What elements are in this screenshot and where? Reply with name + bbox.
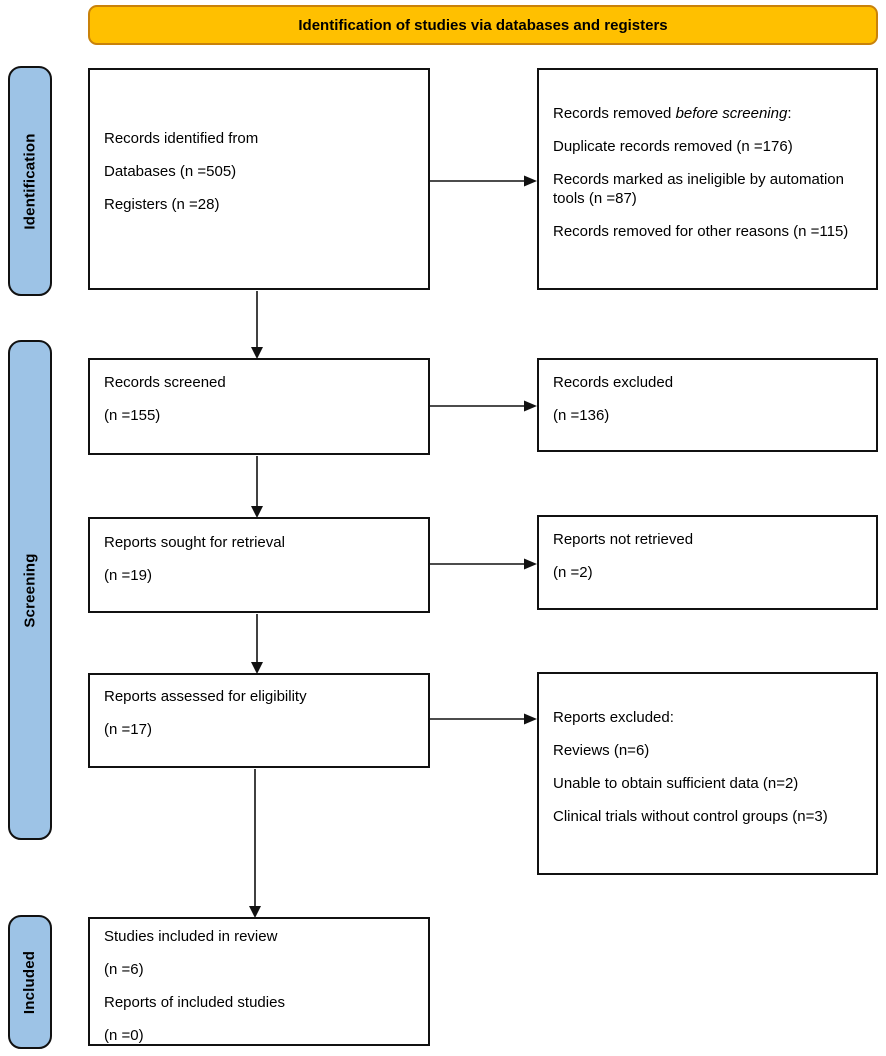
- box-reports-not-retrieved: Reports not retrieved (n =2): [537, 515, 878, 610]
- box-line: Records screened: [104, 374, 226, 391]
- box-line: Records removed before screening:: [553, 105, 792, 122]
- arrow-screened-to-excluded: [430, 400, 537, 412]
- box-line: Reports not retrieved: [553, 531, 694, 548]
- stage-included: Included: [8, 915, 52, 1049]
- box-reports-sought: Reports sought for retrieval (n =19): [88, 517, 430, 613]
- box-reports-assessed: Reports assessed for eligibility (n =17): [88, 673, 430, 768]
- box-line: (n =0): [104, 1027, 144, 1044]
- box-records-screened: Records screened (n =155): [88, 358, 430, 455]
- stage-label-screening: Screening: [21, 552, 39, 628]
- box-line: Reports excluded:: [553, 709, 674, 726]
- stage-identification: Identification: [8, 66, 52, 296]
- box-line: (n =136): [553, 407, 610, 424]
- arrow-identified-to-screened: [251, 291, 263, 359]
- box-line: Clinical trials without control groups (…: [553, 808, 828, 825]
- banner-title: Identification of studies via databases …: [88, 5, 878, 45]
- box-records-identified: Records identified from Databases (n =50…: [88, 68, 430, 290]
- arrow-assessed-to-included: [249, 769, 261, 918]
- box-records-excluded: Records excluded (n =136): [537, 358, 878, 452]
- box-line: Records excluded: [553, 374, 674, 391]
- stage-label-included: Included: [21, 950, 39, 1014]
- box-line: (n =155): [104, 407, 161, 424]
- box-line: Registers (n =28): [104, 196, 220, 213]
- box-line: Duplicate records removed (n =176): [553, 138, 793, 155]
- box-reports-excluded: Reports excluded: Reviews (n=6) Unable t…: [537, 672, 878, 875]
- box-line: Records marked as ineligible by automati…: [553, 171, 844, 207]
- arrow-sought-to-assessed: [251, 614, 263, 674]
- box-line: Reports of included studies: [104, 994, 285, 1011]
- box-studies-included: Studies included in review (n =6) Report…: [88, 917, 430, 1046]
- box-line: (n =2): [553, 564, 593, 581]
- box-line: Reviews (n=6): [553, 742, 650, 759]
- box-line: Databases (n =505): [104, 163, 237, 180]
- box-line: (n =17): [104, 721, 152, 738]
- box-line: Reports assessed for eligibility: [104, 688, 307, 705]
- box-line: (n =19): [104, 567, 152, 584]
- box-line: (n =6): [104, 961, 144, 978]
- box-line: Unable to obtain sufficient data (n=2): [553, 775, 799, 792]
- box-line: Records identified from: [104, 130, 259, 147]
- arrow-screened-to-sought: [251, 456, 263, 518]
- box-records-removed: Records removed before screening: Duplic…: [537, 68, 878, 290]
- arrow-identified-to-removed: [430, 175, 537, 187]
- box-line: Records removed for other reasons (n =11…: [553, 223, 849, 240]
- arrow-sought-to-not-retrieved: [430, 558, 537, 570]
- stage-label-identification: Identification: [21, 132, 39, 230]
- stage-screening: Screening: [8, 340, 52, 840]
- box-line: Reports sought for retrieval: [104, 534, 285, 551]
- arrow-assessed-to-reports-excluded: [430, 713, 537, 725]
- box-line: Studies included in review: [104, 928, 278, 945]
